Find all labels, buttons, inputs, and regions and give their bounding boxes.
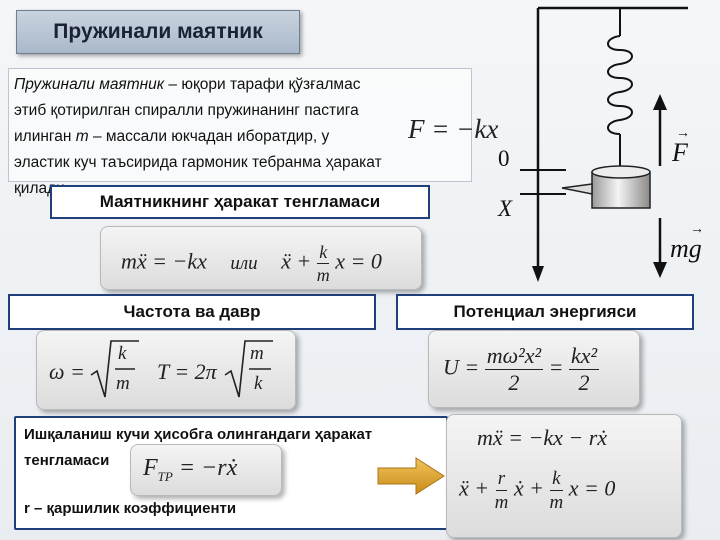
- x-label: X: [498, 196, 513, 221]
- definition-box: [8, 68, 472, 182]
- frequency-formula-box: ω = k m T = 2π m k: [36, 330, 296, 410]
- hooke-formula: F = −kx: [408, 114, 499, 144]
- gravity-vector-mark: →: [690, 222, 704, 237]
- mass-top: [591, 165, 651, 179]
- equation-header: Маятникнинг ҳаракат тенгламаси: [50, 185, 430, 219]
- spring-coil: [607, 35, 633, 135]
- gravity-label: mg: [670, 234, 702, 263]
- force-vector-mark: →: [676, 126, 690, 141]
- damped-equation-1: mẍ = −kx − rẋ: [477, 425, 608, 450]
- gravity-arrowhead: [653, 262, 667, 278]
- frequency-header: Частота ва давр: [8, 294, 376, 330]
- definition-term: Пружинали маятник: [14, 76, 165, 93]
- spring-pendulum-diagram: [520, 6, 688, 282]
- friction-title-line1: Ишқаланиш кучи ҳисобга олингандаги ҳарак…: [24, 426, 373, 443]
- page-title: Пружинали маятник: [16, 10, 300, 54]
- arrow-right-icon: [377, 457, 445, 495]
- friction-title-line2: тенгламаси: [24, 452, 110, 469]
- axis-arrowhead: [532, 266, 544, 282]
- friction-force-box: FTP = −rẋ: [130, 444, 282, 496]
- zero-label: 0: [498, 146, 510, 171]
- force-label: F: [672, 138, 688, 167]
- resistance-coefficient-text: r – қаршилик коэффициенти: [24, 500, 237, 517]
- sqrt-signs: [90, 340, 273, 398]
- force-arrowhead: [653, 94, 667, 110]
- potential-header: Потенциал энергияси: [396, 294, 694, 330]
- mass-pointer: [561, 183, 593, 195]
